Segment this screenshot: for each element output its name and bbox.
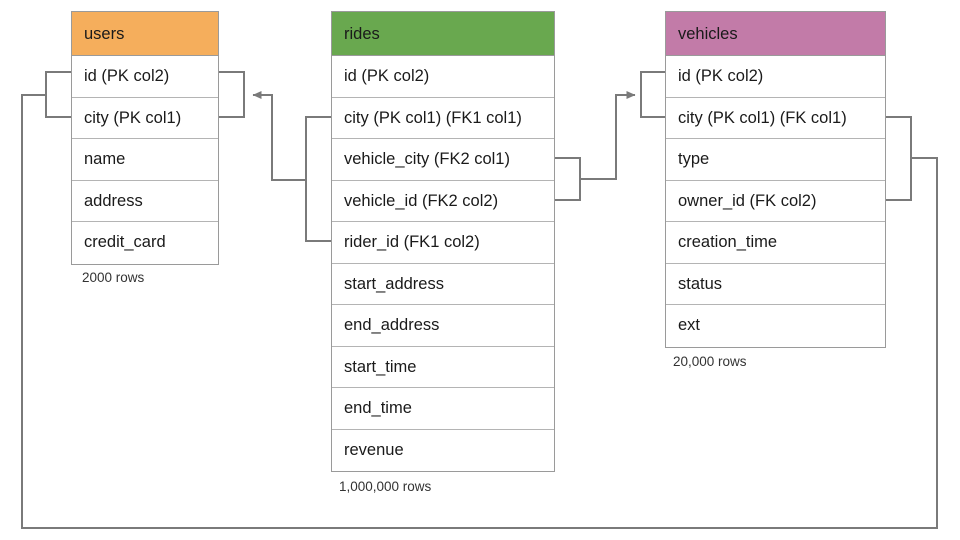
table-vehicles-column-status[interactable]: status: [666, 264, 885, 305]
table-rides-column-start-time[interactable]: start_time: [332, 347, 554, 388]
table-rides[interactable]: rides id (PK col2) city (PK col1) (FK1 c…: [331, 11, 555, 472]
table-rides-column-end-time[interactable]: end_time: [332, 388, 554, 430]
table-rides-column-start-address[interactable]: start_address: [332, 264, 554, 305]
users-pk-bracket: [45, 71, 71, 118]
table-users-column-name[interactable]: name: [72, 139, 218, 181]
table-vehicles-column-city[interactable]: city (PK col1) (FK col1): [666, 98, 885, 139]
table-vehicles-row-count: 20,000 rows: [673, 354, 747, 369]
table-vehicles[interactable]: vehicles id (PK col2) city (PK col1) (FK…: [665, 11, 886, 348]
table-vehicles-column-creation-time[interactable]: creation_time: [666, 222, 885, 264]
table-vehicles-column-id[interactable]: id (PK col2): [666, 56, 885, 98]
table-rides-column-vehicle-city[interactable]: vehicle_city (FK2 col1): [332, 139, 554, 181]
table-rides-column-city[interactable]: city (PK col1) (FK1 col1): [332, 98, 554, 139]
table-rides-row-count: 1,000,000 rows: [339, 479, 432, 494]
users-fk1-target-bracket: [219, 71, 245, 118]
table-users-column-city[interactable]: city (PK col1): [72, 98, 218, 139]
table-rides-column-vehicle-id[interactable]: vehicle_id (FK2 col2): [332, 181, 554, 222]
wire-rides-fk2-to-vehicles: [555, 91, 636, 201]
table-users-column-address[interactable]: address: [72, 181, 218, 222]
table-rides-column-revenue[interactable]: revenue: [344, 440, 404, 459]
table-vehicles-column-owner-id[interactable]: owner_id (FK col2): [666, 181, 885, 222]
table-rides-column-end-address[interactable]: end_address: [332, 305, 554, 347]
table-rides-title: rides: [332, 12, 554, 56]
table-users[interactable]: users id (PK col2) city (PK col1) name a…: [71, 11, 219, 265]
vehicles-pk-bracket: [640, 71, 665, 118]
table-vehicles-title: vehicles: [666, 12, 885, 56]
table-vehicles-column-type[interactable]: type: [666, 139, 885, 181]
wire-rides-fk1-to-users: [252, 91, 331, 242]
table-users-column-credit-card[interactable]: credit_card: [84, 233, 166, 251]
table-vehicles-column-ext[interactable]: ext: [678, 316, 701, 334]
table-rides-column-rider-id[interactable]: rider_id (FK1 col2): [332, 222, 554, 264]
table-users-title: users: [72, 12, 218, 56]
table-users-row-count: 2000 rows: [82, 270, 145, 285]
table-rides-column-id[interactable]: id (PK col2): [332, 56, 554, 98]
table-users-column-id[interactable]: id (PK col2): [72, 56, 218, 98]
